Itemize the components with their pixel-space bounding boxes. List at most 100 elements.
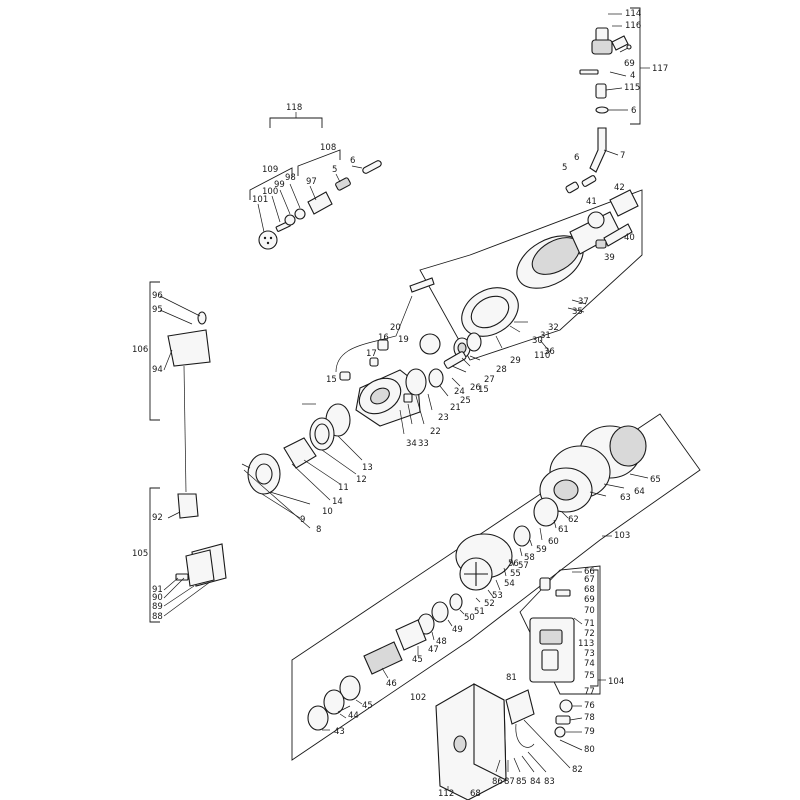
part-43-cap: [307, 705, 329, 731]
part-68-knob: [453, 735, 467, 753]
control-box-104: 104 66 67 68 69 70 71 72 113 73 74 75 77…: [519, 565, 624, 755]
pump-head-group: 37 35 42 41 40 39 5 6 32 31 30 36 110 29…: [241, 153, 643, 535]
label-75: 75: [584, 671, 595, 681]
part-48-ring: [431, 601, 449, 623]
label-44: 44: [348, 711, 359, 721]
label-29: 29: [510, 356, 521, 366]
label-62: 62: [568, 515, 579, 525]
label-69-box: 69: [584, 595, 595, 605]
label-14: 14: [332, 497, 343, 507]
part-44-spring: [337, 705, 351, 713]
part-69-screw: [626, 44, 632, 50]
label-36: 36: [544, 347, 555, 357]
label-9: 9: [300, 515, 305, 525]
label-90: 90: [152, 593, 163, 603]
label-88: 88: [152, 612, 163, 622]
fitting-assembly-117: 114 116 69 4 115 6 117 7: [579, 7, 668, 173]
label-106: 106: [132, 345, 148, 355]
label-91: 91: [152, 585, 163, 595]
label-28: 28: [496, 365, 507, 375]
label-80: 80: [584, 745, 595, 755]
part-33-screw: [403, 393, 413, 403]
label-109: 109: [262, 165, 278, 175]
label-21: 21: [450, 403, 461, 413]
label-34: 34: [406, 439, 417, 449]
part-45-sleeve: [395, 619, 427, 651]
part-pipe-top: [409, 277, 435, 293]
label-22: 22: [430, 427, 441, 437]
label-114: 114: [625, 9, 641, 19]
label-108: 108: [320, 143, 336, 153]
part-17-nut: [369, 357, 379, 367]
label-82: 82: [572, 765, 583, 775]
label-110: 110: [534, 351, 550, 361]
label-17: 17: [366, 349, 377, 359]
part-58-ring: [513, 525, 531, 547]
part-16-hose: [335, 295, 413, 373]
part-94-plate: [167, 329, 211, 367]
bracket-117: [630, 7, 641, 125]
label-40: 40: [624, 233, 635, 243]
label-45: 45: [412, 655, 423, 665]
part-20-fitting: [377, 339, 389, 351]
label-46: 46: [386, 679, 397, 689]
label-96: 96: [152, 291, 163, 301]
part-79-nut: [554, 726, 566, 738]
label-61: 61: [558, 525, 569, 535]
label-45b: 45: [362, 701, 373, 711]
label-63: 63: [620, 493, 631, 503]
label-102: 102: [410, 693, 426, 703]
label-118: 118: [286, 103, 302, 113]
label-30: 30: [532, 336, 543, 346]
part-6-oring: [362, 160, 382, 174]
part-46-shaft: [363, 641, 403, 675]
label-6-top: 6: [631, 106, 636, 116]
part-41-oring: [587, 211, 605, 229]
frame-110: [419, 189, 643, 361]
label-55: 55: [510, 569, 521, 579]
label-4: 4: [630, 71, 635, 81]
label-60: 60: [548, 537, 559, 547]
label-33: 33: [418, 439, 429, 449]
label-101: 101: [252, 195, 268, 205]
label-103: 103: [614, 531, 630, 541]
bracket-109: [249, 167, 293, 200]
part-66-nut: [539, 577, 551, 591]
label-32: 32: [548, 323, 559, 333]
label-37: 37: [578, 297, 589, 307]
frame-102-103: [291, 413, 701, 761]
label-41: 41: [586, 197, 597, 207]
label-86: 86: [492, 777, 503, 787]
part-97-body: [307, 191, 333, 215]
label-23: 23: [438, 413, 449, 423]
label-52: 52: [484, 599, 495, 609]
part-81-switch: [505, 689, 535, 725]
part-19-ring: [419, 333, 441, 355]
part-5-nipple: [335, 177, 351, 191]
label-49: 49: [452, 625, 463, 635]
part-11-sleeve: [283, 437, 317, 469]
label-100: 100: [262, 187, 278, 197]
bracket-118: [269, 117, 323, 128]
part-40-pin: [603, 223, 633, 247]
part-78-clamp: [555, 715, 571, 725]
label-56: 56: [508, 559, 519, 569]
label-54: 54: [504, 579, 515, 589]
label-68-housing: 68: [470, 789, 481, 799]
part-4-washer: [579, 69, 599, 75]
label-12: 12: [356, 475, 367, 485]
label-92: 92: [152, 513, 163, 523]
label-24: 24: [454, 387, 465, 397]
label-8: 8: [316, 525, 321, 535]
part-89-pad: [185, 549, 215, 587]
label-94: 94: [152, 365, 163, 375]
part-98-washer: [294, 208, 306, 220]
label-27: 27: [484, 375, 495, 385]
part-42-fitting: [609, 189, 639, 217]
part-15-fitting: [339, 371, 351, 381]
label-15: 15: [326, 375, 337, 385]
label-66: 66: [584, 567, 595, 577]
label-116: 116: [625, 21, 641, 31]
part-44-ring: [323, 689, 345, 715]
label-77: 77: [584, 687, 595, 697]
